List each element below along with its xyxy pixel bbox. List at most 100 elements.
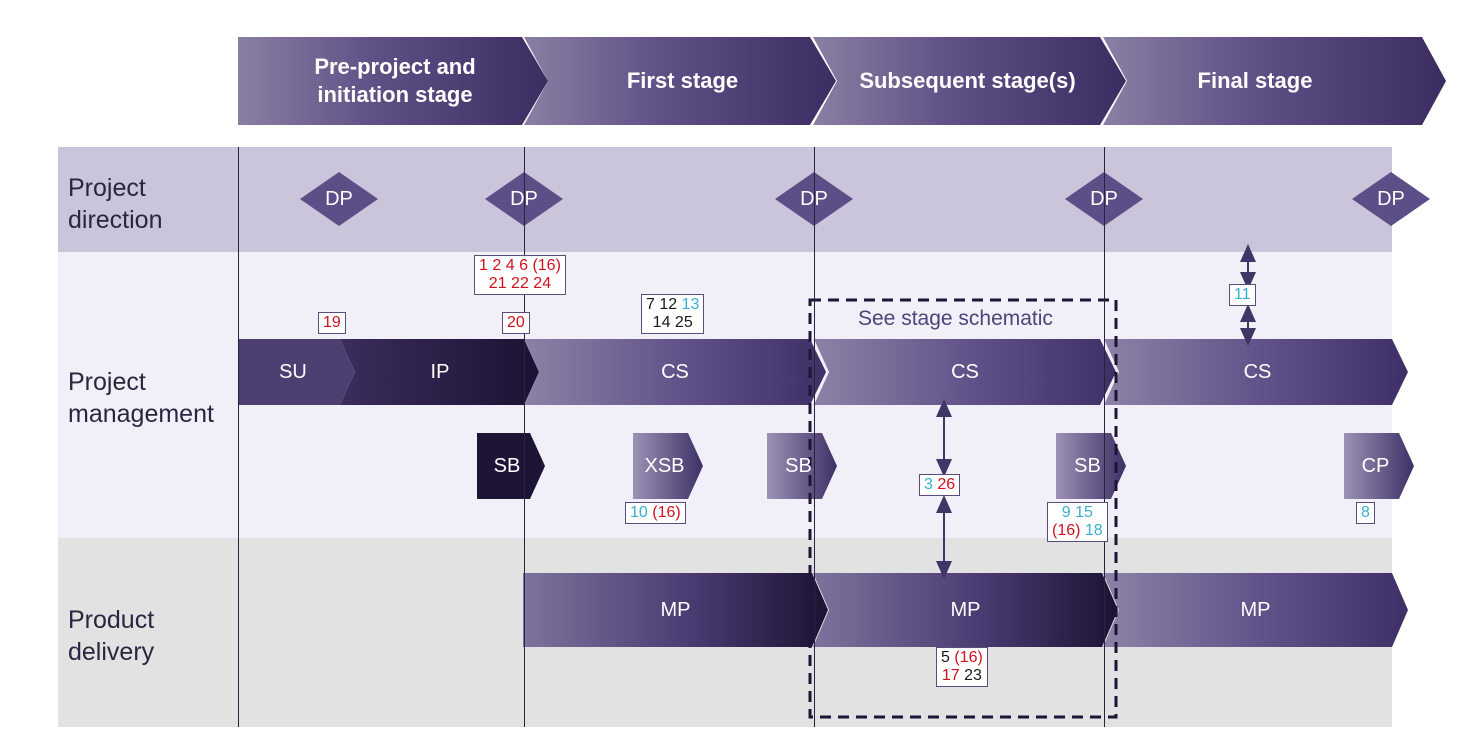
cs-shape-3 xyxy=(1104,339,1408,405)
cs-shape-1 xyxy=(524,339,826,405)
ref-number: (16) xyxy=(532,257,561,274)
ref-box-first-stage: 7 12 13 14 25 xyxy=(641,294,705,334)
ref-number: 13 xyxy=(681,296,700,313)
stage-label-first: First stage xyxy=(560,37,805,125)
su-label: SU xyxy=(279,360,307,383)
sb-shape-3 xyxy=(1056,433,1126,499)
ip-label: IP xyxy=(430,360,450,383)
ref-line: 9 15 xyxy=(1052,504,1103,522)
stage-label-line: First stage xyxy=(626,68,739,93)
row-label-line: management xyxy=(68,400,214,428)
stage-schematic-box xyxy=(808,298,1118,719)
row-label-line: Project xyxy=(68,174,146,202)
arrows xyxy=(936,244,1256,579)
boundary-chevrons xyxy=(477,433,1414,499)
sb-shape-1 xyxy=(477,433,545,499)
ref-number: 7 xyxy=(646,296,655,313)
stage-chevron-4 xyxy=(1103,37,1446,125)
ref-box-19: 19 xyxy=(318,312,346,334)
dp-label: DP xyxy=(325,187,353,210)
stage-label-subsequent: Subsequent stage(s) xyxy=(840,37,1095,125)
ref-box-sb-final: 9 15 (16) 18 xyxy=(1047,502,1108,542)
cs-shape-2 xyxy=(814,339,1116,405)
ref-number: 5 xyxy=(941,649,950,666)
sb-label: SB xyxy=(493,454,521,477)
ref-box-subsequent: 3 26 xyxy=(919,474,961,496)
ref-line: 14 25 xyxy=(646,314,699,332)
mp-shape-1 xyxy=(523,573,828,647)
stage-schematic-label: See stage schematic xyxy=(858,307,1053,330)
ref-box-mp: 5 (16) 17 23 xyxy=(936,647,988,687)
ref-line: 21 22 24 xyxy=(479,275,561,293)
ref-number: 2 xyxy=(492,257,502,274)
sb-label: SB xyxy=(1074,454,1101,477)
row-label-line: delivery xyxy=(68,638,155,666)
ref-line: 5 (16) xyxy=(941,649,983,667)
row-label-line: Product xyxy=(68,606,155,634)
ref-line: 7 12 13 xyxy=(646,296,699,314)
ref-number: 26 xyxy=(937,476,956,493)
cs-label: CS xyxy=(661,360,689,383)
ref-number: (16) xyxy=(1052,522,1081,539)
stage-boundary-line xyxy=(814,147,815,727)
mp-shape-2 xyxy=(813,573,1118,647)
ref-number: 25 xyxy=(674,314,693,331)
ref-number: 15 xyxy=(1075,504,1093,521)
stage-chevrons xyxy=(238,37,1446,125)
ref-box-8: 8 xyxy=(1356,502,1375,524)
ref-box-11: 11 xyxy=(1229,284,1256,306)
ref-number: 9 xyxy=(1061,504,1071,521)
dp-label: DP xyxy=(800,187,828,210)
ref-number: 23 xyxy=(964,667,982,684)
ref-number: 20 xyxy=(507,314,525,331)
ref-number: 22 xyxy=(511,275,529,292)
ref-box-xsb: 10 (16) xyxy=(625,502,686,524)
ref-number: 8 xyxy=(1361,504,1370,521)
ref-box-initiation: 1 2 4 6 (16) 21 22 24 xyxy=(474,255,566,295)
ref-number: 12 xyxy=(659,296,678,313)
dp-diamonds xyxy=(300,172,1430,226)
stage-label-pre-project: Pre-project and initiation stage xyxy=(290,37,500,125)
xsb-label: XSB xyxy=(644,454,685,477)
stage-boundary-line xyxy=(238,147,239,727)
ref-number: 6 xyxy=(519,257,528,274)
ref-line: 1 2 4 6 (16) xyxy=(479,257,561,275)
ref-number: (16) xyxy=(652,504,681,521)
delivery-chevrons xyxy=(523,573,1408,647)
project-direction-band xyxy=(58,147,1392,252)
ref-line: 17 23 xyxy=(941,667,983,685)
stage-chevron-2 xyxy=(524,37,836,125)
cp-label: CP xyxy=(1361,454,1390,477)
row-label-project-direction: Project direction xyxy=(68,172,163,236)
cs-label: CS xyxy=(1243,360,1272,383)
su-shape xyxy=(238,339,355,405)
stage-boundary-line xyxy=(1104,147,1105,727)
ref-number: 17 xyxy=(941,667,960,684)
cp-shape xyxy=(1344,433,1414,499)
dp-diamond-5 xyxy=(1352,172,1430,226)
ref-number: 24 xyxy=(533,275,552,292)
management-chevrons xyxy=(238,339,1408,405)
ref-number: 1 xyxy=(479,257,488,274)
row-label-project-management: Project management xyxy=(68,366,214,430)
xsb-shape xyxy=(633,433,703,499)
ref-number: (16) xyxy=(954,649,983,666)
row-label-line: Project xyxy=(68,368,146,396)
ref-number: 21 xyxy=(488,275,507,292)
dp-label: DP xyxy=(510,187,538,210)
stage-label-line: Subsequent stage(s) xyxy=(859,68,1076,93)
ref-number: 4 xyxy=(505,257,515,274)
stage-chevron-3 xyxy=(813,37,1126,125)
mp-label: MP xyxy=(660,598,691,621)
mp-shape-3 xyxy=(1103,573,1408,647)
stage-chevron-1 xyxy=(238,37,548,125)
ref-number: 3 xyxy=(924,476,933,493)
row-label-product-delivery: Product delivery xyxy=(68,604,154,668)
stage-label-final: Final stage xyxy=(1125,37,1385,125)
ref-box-20: 20 xyxy=(502,312,530,334)
dp-label: DP xyxy=(1090,187,1118,210)
ref-line: (16) 18 xyxy=(1052,522,1103,540)
ref-number: 10 xyxy=(630,504,648,521)
ref-number: 18 xyxy=(1084,522,1103,539)
